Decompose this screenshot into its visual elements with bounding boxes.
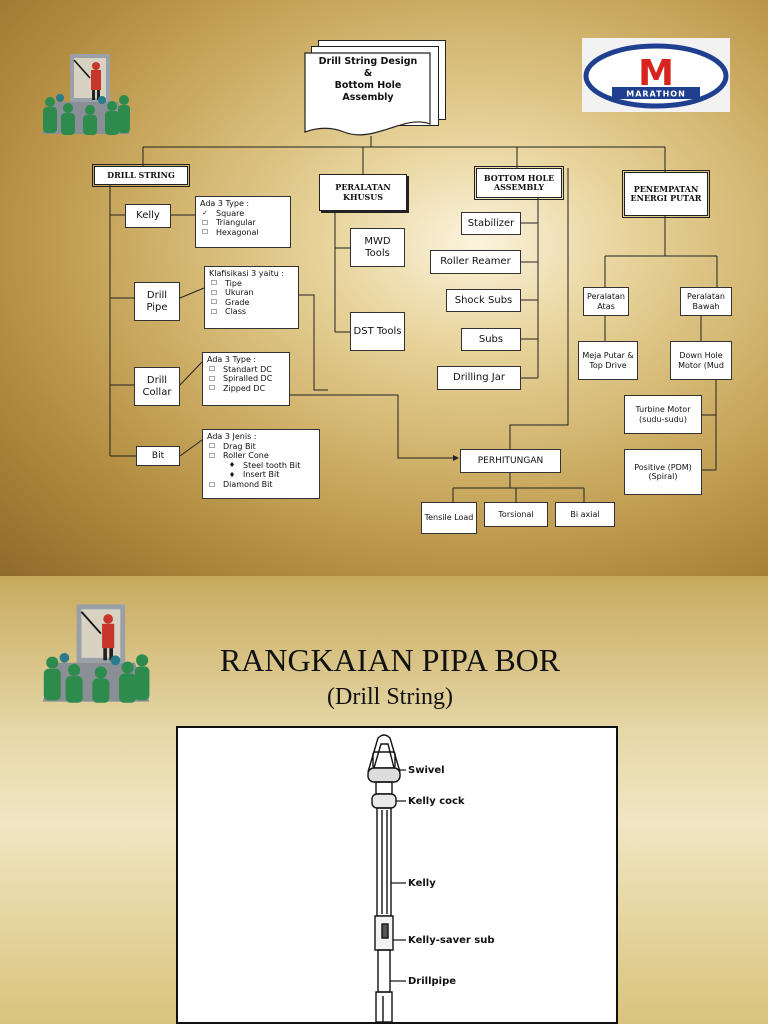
- kelly-types-list: Ada 3 Type : ✓ Square ☐ Triangular ☐ Hexago…: [195, 196, 291, 248]
- bit-types-list: Ada 3 Jenis : ☐ Drag Bit ☐ Roller Cone ♦ St…: [202, 429, 320, 499]
- presenter-audience-icon: [42, 54, 130, 135]
- list-item: Grade: [225, 297, 250, 307]
- list-item: Standart DC: [223, 364, 272, 374]
- checkbox-icon: ☐: [208, 442, 216, 451]
- list-item: Steel tooth Bit: [243, 460, 301, 470]
- item-perhitungan: PERHITUNGAN: [460, 449, 561, 473]
- check-icon: ✓: [202, 209, 208, 218]
- checkbox-icon: ☐: [210, 298, 218, 307]
- list-item: Hexagonal: [216, 227, 259, 237]
- item-torsional: Torsional: [484, 502, 548, 527]
- item-kelly: Kelly: [125, 204, 171, 228]
- list-item: Drag Bit: [223, 441, 256, 451]
- title-line: &: [363, 67, 373, 79]
- checkbox-icon: ☐: [208, 480, 216, 489]
- item-turbine-motor: Turbine Motor (sudu-sudu): [624, 395, 702, 434]
- list-item: Tipe: [225, 278, 242, 288]
- item-bi-axial: Bi axial: [555, 502, 615, 527]
- slide-subtitle: (Drill String): [327, 684, 453, 710]
- category-penempatan-energi-putar: PENEMPATAN ENERGI PUTAR: [622, 170, 710, 218]
- checkbox-icon: ☐: [210, 288, 218, 297]
- category-drill-string: DRILL STRING: [92, 164, 190, 187]
- item-positive-pdm: Positive (PDM) (Spiral): [624, 449, 702, 495]
- list-title: Ada 3 Type :: [200, 199, 250, 208]
- label-swivel: Swivel: [408, 765, 445, 776]
- list-item: Zipped DC: [223, 383, 266, 393]
- item-shock-subs: Shock Subs: [446, 289, 521, 312]
- pipe-classification-list: Klafisikasi 3 yaitu : ☐ Tipe ☐ Ukuran ☐ Gra…: [204, 266, 299, 329]
- slide-rangkaian-pipa-bor: RANGKAIAN PIPA BOR (Drill String): [0, 576, 768, 1024]
- category-peralatan-khusus: PERALATAN KHUSUS: [319, 174, 407, 211]
- presenter-audience-icon: [42, 604, 150, 703]
- checkbox-icon: ☐: [210, 279, 218, 288]
- item-peralatan-atas: Peralatan Atas: [583, 287, 629, 316]
- slide-drill-string-design: Drill String Design & Bottom Hole Assemb…: [0, 0, 768, 576]
- title-line: Bottom Hole: [334, 79, 402, 91]
- checkbox-icon: ☐: [208, 451, 216, 460]
- slide-title: RANGKAIAN PIPA BOR: [219, 642, 561, 678]
- checkbox-icon: ☐: [201, 218, 209, 227]
- item-dst-tools: DST Tools: [350, 312, 405, 351]
- item-drill-collar: Drill Collar: [134, 367, 180, 406]
- marathon-logo: M MARATHON: [582, 38, 730, 112]
- item-meja-putar-top-drive: Meja Putar & Top Drive: [578, 341, 638, 380]
- item-peralatan-bawah: Peralatan Bawah: [680, 287, 732, 316]
- item-tensile-load: Tensile Load: [421, 502, 477, 534]
- title-line: Assembly: [342, 91, 394, 103]
- list-title: Klafisikasi 3 yaitu :: [209, 269, 285, 278]
- item-bit: Bit: [136, 446, 180, 466]
- item-roller-reamer: Roller Reamer: [430, 250, 521, 274]
- logo-text: MARATHON: [626, 90, 686, 99]
- label-drillpipe: Drillpipe: [408, 976, 456, 987]
- bullet-icon: ♦: [228, 461, 236, 470]
- item-stabilizer: Stabilizer: [461, 212, 521, 235]
- bullet-icon: ♦: [228, 470, 236, 479]
- list-item: Diamond Bit: [223, 479, 273, 489]
- item-down-hole-motor: Down Hole Motor (Mud: [670, 341, 732, 380]
- checkbox-icon: ☐: [208, 384, 216, 393]
- item-subs: Subs: [461, 328, 521, 351]
- title-line: Drill String Design: [318, 56, 418, 67]
- list-item: Ukuran: [225, 288, 254, 298]
- collar-types-list: Ada 3 Type : ☐Standart DC ☐Spiralled DC …: [202, 352, 290, 406]
- list-item: Square: [216, 208, 245, 218]
- list-title: Ada 3 Jenis :: [207, 432, 257, 441]
- checkbox-icon: ☐: [201, 228, 209, 237]
- list-item: Spiralled DC: [223, 374, 273, 384]
- title-document: Drill String Design & Bottom Hole Assemb…: [304, 40, 446, 140]
- checkbox-icon: ☐: [208, 374, 216, 383]
- diagram-connectors: [109, 136, 718, 502]
- label-kelly-saver-sub: Kelly-saver sub: [408, 935, 495, 946]
- checkbox-icon: ☐: [210, 307, 218, 316]
- category-bottom-hole-assembly: BOTTOM HOLE ASSEMBLY: [474, 166, 564, 200]
- label-kelly: Kelly: [408, 878, 436, 889]
- list-title: Ada 3 Type :: [207, 355, 257, 364]
- list-item: Roller Cone: [223, 451, 269, 461]
- checkbox-icon: ☐: [208, 365, 216, 374]
- list-item: Class: [225, 307, 247, 317]
- list-item: Triangular: [216, 218, 256, 228]
- drill-string-figure: Swivel Kelly cock Kelly Kelly-saver sub …: [176, 726, 618, 1024]
- item-drilling-jar: Drilling Jar: [437, 366, 521, 390]
- list-item: Insert Bit: [243, 470, 280, 480]
- label-kelly-cock: Kelly cock: [408, 796, 465, 807]
- item-drill-pipe: Drill Pipe: [134, 282, 180, 321]
- item-mwd-tools: MWD Tools: [350, 228, 405, 267]
